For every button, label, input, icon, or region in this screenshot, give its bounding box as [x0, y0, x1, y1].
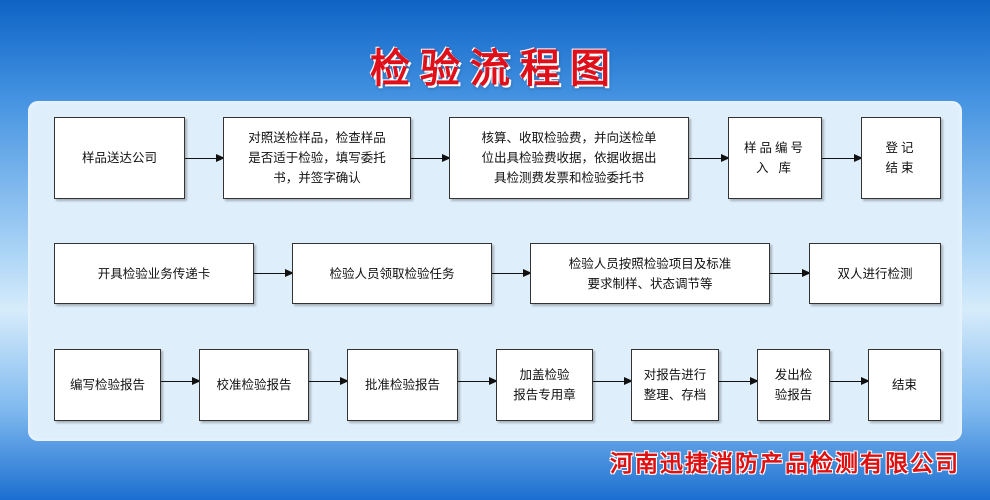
step-proofread-report: 校准检验报告 [199, 349, 309, 421]
flow-arrow [830, 376, 870, 385]
flow-arrow [770, 268, 811, 277]
step-label-line: 要求制样、状态调节等 [587, 275, 713, 291]
step-label: 开具检验业务传递卡 [97, 265, 211, 281]
step-archive-report: 对报告进行 整理、存档 [631, 349, 719, 421]
step-write-report: 编写检验报告 [54, 349, 161, 421]
step-label: 样品送达公司 [81, 150, 157, 165]
step-label-line: 登记 [885, 140, 917, 155]
step-label-line: 具检测费发票和检验委托书 [493, 170, 644, 185]
step-label-line: 检验人员按照检验项目及标准 [568, 255, 732, 271]
step-sample-preparation: 检验人员按照检验项目及标准 要求制样、状态调节等 [530, 243, 770, 304]
step-label-line: 位出具检验费收据，依据收据出 [481, 150, 657, 165]
step-receive-task: 检验人员领取检验任务 [292, 243, 492, 304]
step-label-line: 发出检 [774, 367, 813, 382]
step-label: 校准检验报告 [216, 377, 292, 392]
step-label-line: 核算、收取检验费，并向送检单 [481, 130, 657, 145]
step-label: 结束 [891, 377, 917, 392]
step-label-line: 报告专用章 [513, 387, 576, 402]
step-approve-report: 批准检验报告 [347, 349, 458, 421]
company-name: 河南迅捷消防产品检测有限公司 [610, 450, 960, 477]
step-label: 编写检验报告 [69, 377, 145, 392]
step-label-line: 入 库 [756, 160, 794, 175]
step-sample-numbering: 样品编号 入 库 [728, 117, 822, 199]
flow-arrow [822, 153, 863, 162]
step-fee-collection: 核算、收取检验费，并向送检单 位出具检验费收据，依据收据出 具检测费发票和检验委… [449, 117, 689, 199]
step-label: 双人进行检测 [837, 265, 913, 281]
step-end: 结束 [868, 349, 941, 421]
flow-arrow [161, 376, 201, 385]
step-dual-testing: 双人进行检测 [809, 243, 941, 304]
step-label-line: 是否适于检验，填写委托 [248, 150, 386, 165]
flow-arrow [719, 376, 759, 385]
step-issue-transfer-card: 开具检验业务传递卡 [54, 243, 254, 304]
step-check-samples: 对照送检样品，检查样品 是否适于检验，填写委托 书，并签字确认 [223, 117, 411, 199]
flow-arrow [411, 153, 451, 162]
step-label: 批准检验报告 [364, 377, 440, 392]
step-sample-delivery: 样品送达公司 [54, 117, 185, 199]
step-label-line: 对报告进行 [643, 367, 707, 382]
step-label-line: 样品编号 [743, 140, 806, 155]
flow-arrow [309, 376, 349, 385]
step-label-line: 结束 [885, 160, 917, 175]
step-label-line: 整理、存档 [643, 387, 707, 402]
step-stamp-report: 加盖检验 报告专用章 [496, 349, 593, 421]
page-title: 检验流程图 [370, 45, 620, 92]
step-label-line: 验报告 [774, 387, 813, 402]
step-label: 检验人员领取检验任务 [329, 265, 455, 281]
flow-arrow [593, 376, 633, 385]
flow-arrow [689, 153, 730, 162]
step-register-end: 登记 结束 [861, 117, 941, 199]
flow-arrow [185, 153, 225, 162]
flow-arrow [492, 268, 532, 277]
flow-arrow [458, 376, 498, 385]
step-label-line: 加盖检验 [519, 367, 570, 382]
step-issue-report: 发出检 验报告 [757, 349, 830, 421]
flow-arrow [254, 268, 294, 277]
step-label-line: 对照送检样品，检查样品 [248, 130, 386, 145]
step-label-line: 书，并签字确认 [273, 170, 361, 185]
